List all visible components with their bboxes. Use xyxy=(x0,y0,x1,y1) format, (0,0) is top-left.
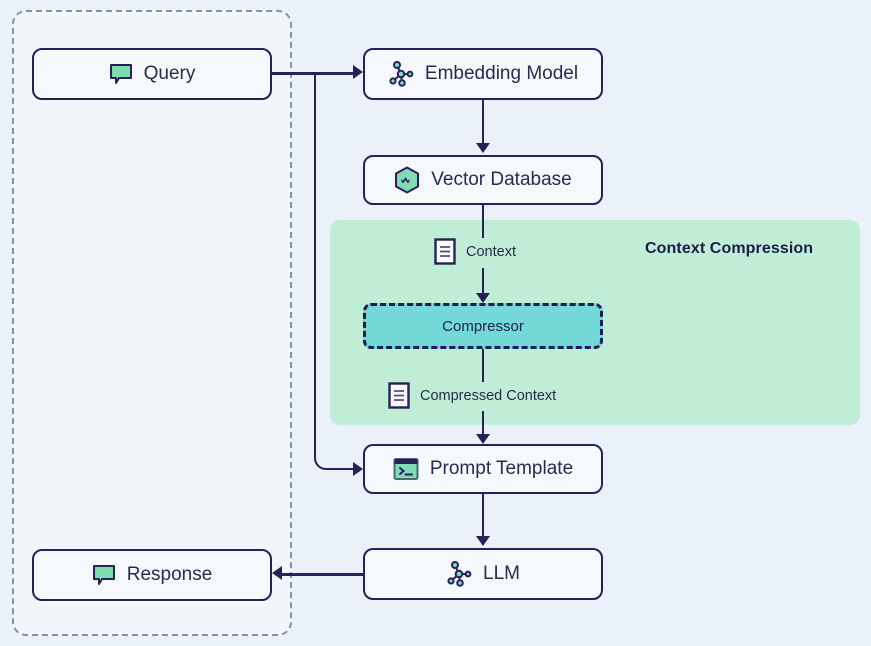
data-label-context: Context xyxy=(434,238,516,265)
node-compressor[interactable]: Compressor xyxy=(363,303,603,349)
user-scope-boundary xyxy=(12,10,292,636)
data-label-context-text: Context xyxy=(466,243,516,260)
document-icon xyxy=(388,382,410,409)
data-label-compressed-context: Compressed Context xyxy=(388,382,556,409)
node-graph-icon xyxy=(446,561,472,587)
arrowhead-query-to-prompt xyxy=(353,462,363,476)
node-query[interactable]: Query xyxy=(32,48,272,100)
node-vector-database-label: Vector Database xyxy=(431,169,572,190)
node-prompt-template-label: Prompt Template xyxy=(429,458,574,479)
node-response[interactable]: Response xyxy=(32,549,272,601)
edge-compressor-to-compressed xyxy=(481,349,484,382)
edge-compressed-to-prompt xyxy=(481,411,484,438)
edge-vectordb-to-context xyxy=(481,205,484,238)
node-prompt-template[interactable]: Prompt Template xyxy=(363,444,603,494)
node-llm[interactable]: LLM xyxy=(363,548,603,600)
node-embedding-model-label: Embedding Model xyxy=(424,63,579,84)
node-vector-database[interactable]: Vector Database xyxy=(363,155,603,205)
speech-bubble-icon xyxy=(92,564,116,586)
data-label-compressed-context-text: Compressed Context xyxy=(420,387,557,404)
node-llm-label: LLM xyxy=(483,563,520,584)
terminal-icon xyxy=(393,457,419,481)
edge-context-to-compressor xyxy=(481,268,484,296)
edge-query-to-prompt xyxy=(314,73,360,470)
edge-llm-to-response xyxy=(282,573,364,576)
document-icon xyxy=(434,238,456,265)
node-response-label: Response xyxy=(126,564,213,585)
node-query-label: Query xyxy=(143,63,196,84)
arrowhead-prompt-to-llm xyxy=(476,536,490,546)
arrowhead-query-to-embedding xyxy=(353,65,363,79)
node-graph-icon xyxy=(388,61,414,87)
hexagon-database-icon xyxy=(394,166,420,194)
context-compression-title: Context Compression xyxy=(645,240,814,257)
node-embedding-model[interactable]: Embedding Model xyxy=(363,48,603,100)
edge-embedding-to-vectordb xyxy=(481,100,484,145)
arrowhead-embedding-to-vectordb xyxy=(476,143,490,153)
arrowhead-context-to-compressor xyxy=(476,293,490,303)
arrowhead-compressed-to-prompt xyxy=(476,434,490,444)
speech-bubble-icon xyxy=(109,63,133,85)
arrowhead-llm-to-response xyxy=(272,566,282,580)
node-compressor-label: Compressor xyxy=(442,317,524,335)
edge-prompt-to-llm xyxy=(481,494,484,538)
